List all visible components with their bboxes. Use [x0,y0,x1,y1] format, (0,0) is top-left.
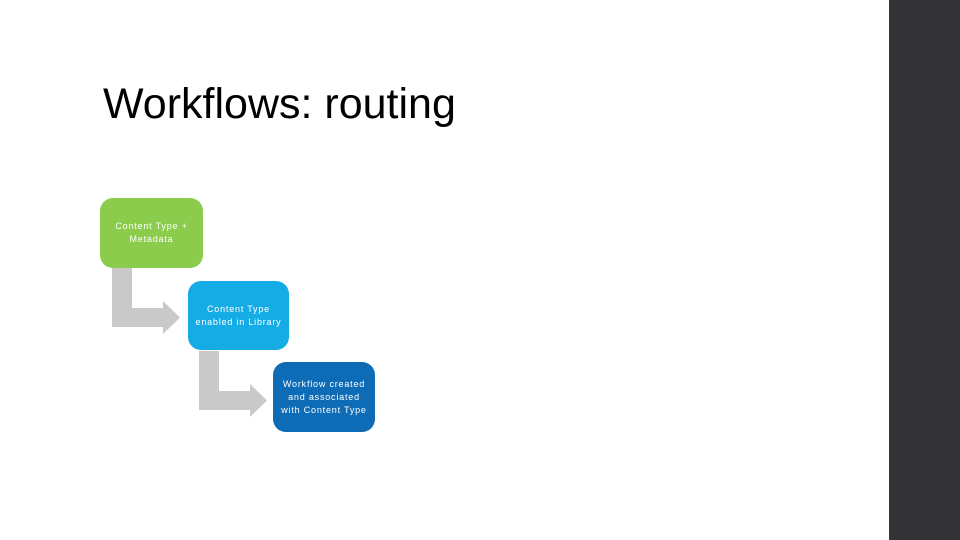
step-box-content-type-metadata: Content Type + Metadata [100,198,203,268]
step-label-line: with Content Type [281,404,367,415]
step-label-line: Content Type [207,303,270,314]
bent-arrow-shape [199,351,267,417]
step-label-line: Metadata [129,234,174,244]
step-label-line: Content Type + [115,221,188,231]
bent-arrow-connector-2 [199,351,267,417]
bent-arrow-shape [112,268,180,334]
bent-arrow-connector-1 [112,268,180,334]
step-label-line: enabled in Library [195,316,282,327]
slide-side-accent-bar [889,0,960,540]
step-box-content-type-enabled: Content Type enabled in Library [188,281,289,350]
step-label-line: and associated [288,391,360,402]
step-box-workflow-created: Workflow created and associated with Con… [273,362,375,432]
slide-title: Workflows: routing [103,80,456,128]
step-label-line: Workflow created [282,378,366,389]
